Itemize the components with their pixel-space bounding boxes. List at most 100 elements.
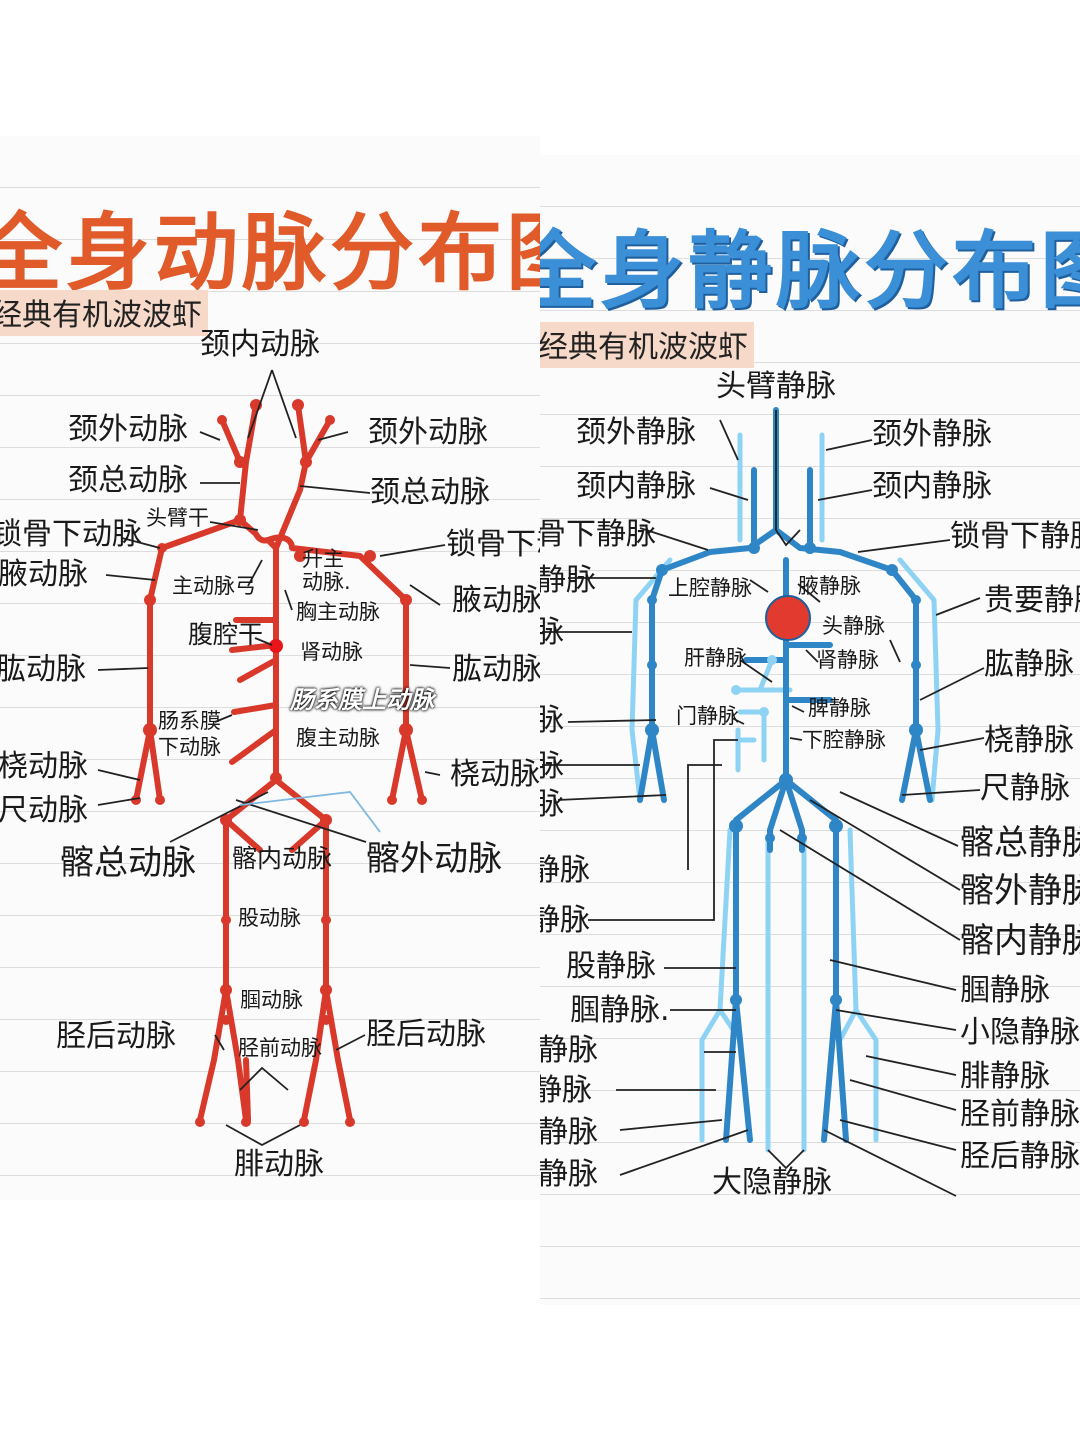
label-inferior-mesenteric: 肠系膜下动脉 — [158, 709, 221, 760]
vein-badge: 经典有机波波虾 — [540, 322, 754, 368]
label-brachiocephalic: 头臂干 — [146, 506, 209, 530]
node — [270, 772, 282, 784]
leader-line — [789, 737, 803, 741]
label-superior-mesenteric-vein: 肠系膜上静脉 — [540, 853, 590, 888]
label-radial-left: 桡动脉 — [0, 749, 88, 784]
node — [195, 1117, 205, 1127]
leader-line — [935, 597, 981, 616]
label-popliteal-vein-right: 小隐静脉 — [960, 1015, 1080, 1050]
leader-line — [379, 544, 446, 557]
artery-badge: 经典有机波波虾 — [0, 290, 208, 336]
label-renal-artery: 肾动脉 — [300, 640, 363, 664]
label-subclavian-right: 锁骨下静脉 — [950, 519, 1080, 554]
node — [325, 415, 335, 425]
label-radial-right: 桡动脉 — [450, 757, 540, 792]
node — [730, 994, 742, 1006]
leader-line — [317, 431, 349, 441]
leader-line — [731, 717, 745, 725]
label-common-iliac-left: 股静脉 — [540, 787, 564, 822]
leader-line — [857, 539, 951, 553]
label-posterior-tibial-right: 胫后静脉 — [960, 1139, 1080, 1174]
leader-line — [209, 521, 259, 531]
node — [320, 814, 332, 826]
leader-line — [97, 797, 141, 806]
leader-line — [588, 739, 738, 921]
node — [909, 723, 923, 737]
label-subclavian-left: 锁骨下动脉 — [0, 517, 142, 552]
leader-line — [567, 719, 657, 723]
leader-line — [809, 799, 961, 891]
leader-line — [779, 829, 961, 941]
label-posterior-tibial-left: 胫后静脉 — [540, 1157, 598, 1192]
right-saphenous — [837, 827, 879, 1143]
node — [765, 833, 775, 843]
leader-line — [835, 1009, 957, 1031]
leader-line — [839, 1119, 957, 1151]
node — [731, 1025, 741, 1035]
artery-panel: 全身动脉分布图 经典有机波波虾 颈内动脉 颈外动脉 颈外动脉 颈总动脉 颈总动脉… — [0, 136, 540, 1200]
leader-line — [749, 579, 769, 593]
leader-line — [214, 1034, 225, 1051]
label-internal-carotid: 颈内动脉 — [200, 327, 320, 362]
node — [656, 564, 668, 576]
node — [399, 723, 413, 737]
node — [830, 994, 842, 1006]
leader-line — [239, 1066, 289, 1091]
label-basilic: 贵要静脉 — [984, 583, 1080, 618]
node — [729, 819, 743, 833]
leader-line — [284, 589, 293, 611]
leader-line — [825, 439, 873, 451]
leader-line — [767, 1149, 805, 1170]
node — [647, 660, 657, 670]
label-abdominal-aorta: 腹主动脉 — [296, 726, 380, 750]
right-leg-artery — [273, 777, 353, 1123]
leader-line — [105, 574, 156, 581]
label-femoral-vein-right: 腘静脉 — [960, 973, 1050, 1008]
node — [364, 550, 376, 562]
vein-title: 全身静脉分布图 — [540, 222, 1080, 320]
node — [143, 723, 157, 737]
label-anterior-tibial: 胫前动脉 — [238, 1036, 322, 1060]
right-carotid-vessel — [273, 402, 333, 551]
leader-line — [805, 649, 819, 663]
leader-line — [919, 737, 985, 751]
leader-line — [849, 1079, 957, 1111]
node — [144, 594, 156, 606]
renal-and-hepatic — [743, 642, 833, 703]
vein-diagram — [542, 407, 985, 1197]
label-brachial-right: 肱静脉 — [984, 647, 1074, 682]
leader-line — [214, 714, 233, 723]
node — [155, 795, 165, 805]
leader-line — [719, 419, 739, 461]
leader-line — [791, 705, 805, 713]
label-axillary-right: 腋静脉 — [798, 574, 861, 598]
node — [886, 564, 898, 576]
label-radial-left: 桡静脉 — [540, 703, 564, 738]
node — [911, 660, 921, 670]
leader-line — [409, 664, 451, 669]
node — [645, 723, 659, 737]
label-ulnar-left: 尺静脉 — [540, 749, 564, 784]
node — [779, 773, 793, 787]
node — [299, 1117, 309, 1127]
label-external-jugular-right: 颈外静脉 — [872, 417, 992, 452]
label-fibular-artery: 腓动脉 — [234, 1147, 324, 1182]
node — [234, 456, 246, 468]
label-ulnar-right: 尺静脉 — [980, 771, 1070, 806]
node — [292, 399, 304, 411]
leader-line — [619, 1119, 723, 1131]
node — [767, 655, 777, 665]
node — [829, 819, 843, 833]
node — [157, 543, 167, 553]
leader-line — [247, 369, 297, 439]
label-ulnar-left: 尺动脉 — [0, 793, 88, 828]
label-common-carotid-right: 颈总动脉 — [370, 475, 490, 510]
label-internal-iliac: 髂内动脉 — [232, 844, 333, 873]
leader-line — [299, 485, 371, 494]
node — [220, 814, 232, 826]
label-head-vein: 头静脉 — [822, 614, 885, 638]
label-subclavian-left: 锁骨下静脉 — [540, 517, 656, 552]
label-great-saphenous: 大隐静脉 — [712, 1165, 832, 1200]
node — [387, 795, 397, 805]
label-external-jugular-left: 颈外静脉 — [576, 415, 696, 450]
